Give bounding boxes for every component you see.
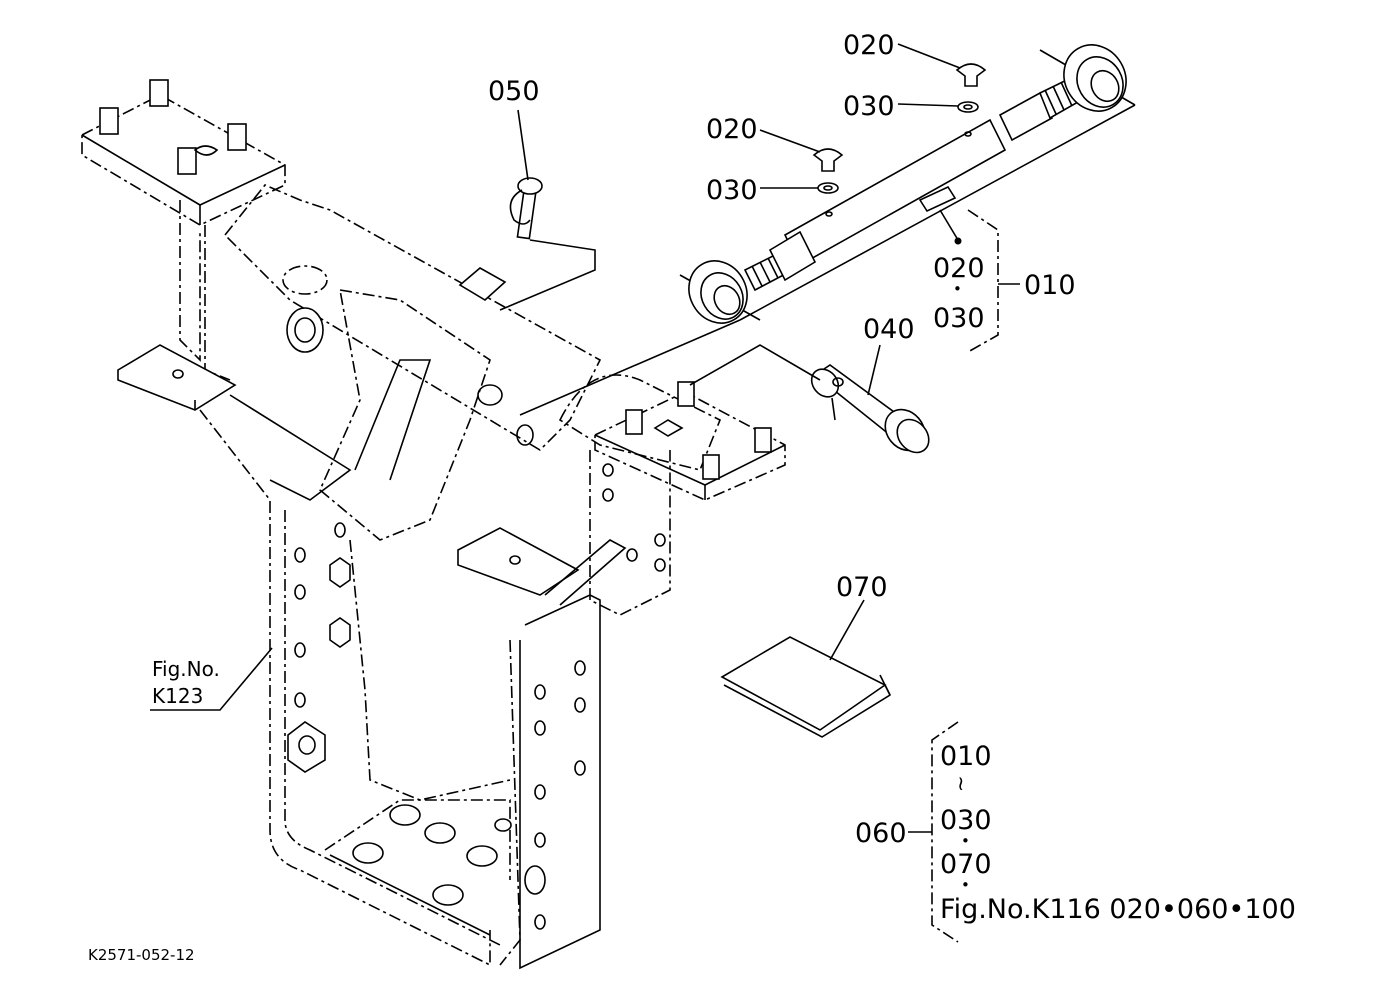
top-link-assembly-drawing	[519, 44, 1136, 416]
callout-070: 070	[836, 572, 888, 603]
group-010-item-020: 020	[933, 253, 985, 284]
hitch-frame-drawing	[81, 79, 786, 970]
kit-060-fig-reference: Fig.No.K116 020•060•100	[940, 894, 1296, 925]
callout-050: 050	[488, 76, 540, 107]
fig-ref-label: Fig.No.	[152, 657, 220, 681]
manual-booklet-drawing	[720, 636, 892, 738]
callout-020-left: 020	[706, 114, 758, 145]
top-link-pin-drawing	[689, 344, 930, 454]
bracket-010	[967, 209, 999, 353]
group-010-separator: •	[953, 280, 962, 298]
kit-060-separator-1: •	[961, 832, 970, 850]
bracket-060	[931, 721, 959, 943]
callout-030-top: 030	[843, 91, 895, 122]
callout-030-left: 030	[706, 175, 758, 206]
kit-060-range-symbol: ≀	[957, 771, 965, 795]
callout-060: 060	[855, 818, 907, 849]
group-010-item-030: 030	[933, 303, 985, 334]
callout-010: 010	[1024, 270, 1076, 301]
callout-020-top: 020	[843, 30, 895, 61]
drawing-id: K2571-052-12	[88, 946, 195, 964]
grease-nipple-drawing	[812, 63, 987, 194]
linch-pin-drawing	[499, 177, 596, 311]
marker-dot	[954, 237, 962, 245]
fig-ref-number: K123	[152, 684, 203, 708]
kit-060-line-010: 010	[940, 741, 992, 772]
kit-060-separator-2: •	[961, 876, 970, 894]
leader-lines	[150, 43, 961, 833]
kit-060-line-030: 030	[940, 805, 992, 836]
kit-060-line-070: 070	[940, 849, 992, 880]
callout-040: 040	[863, 314, 915, 345]
